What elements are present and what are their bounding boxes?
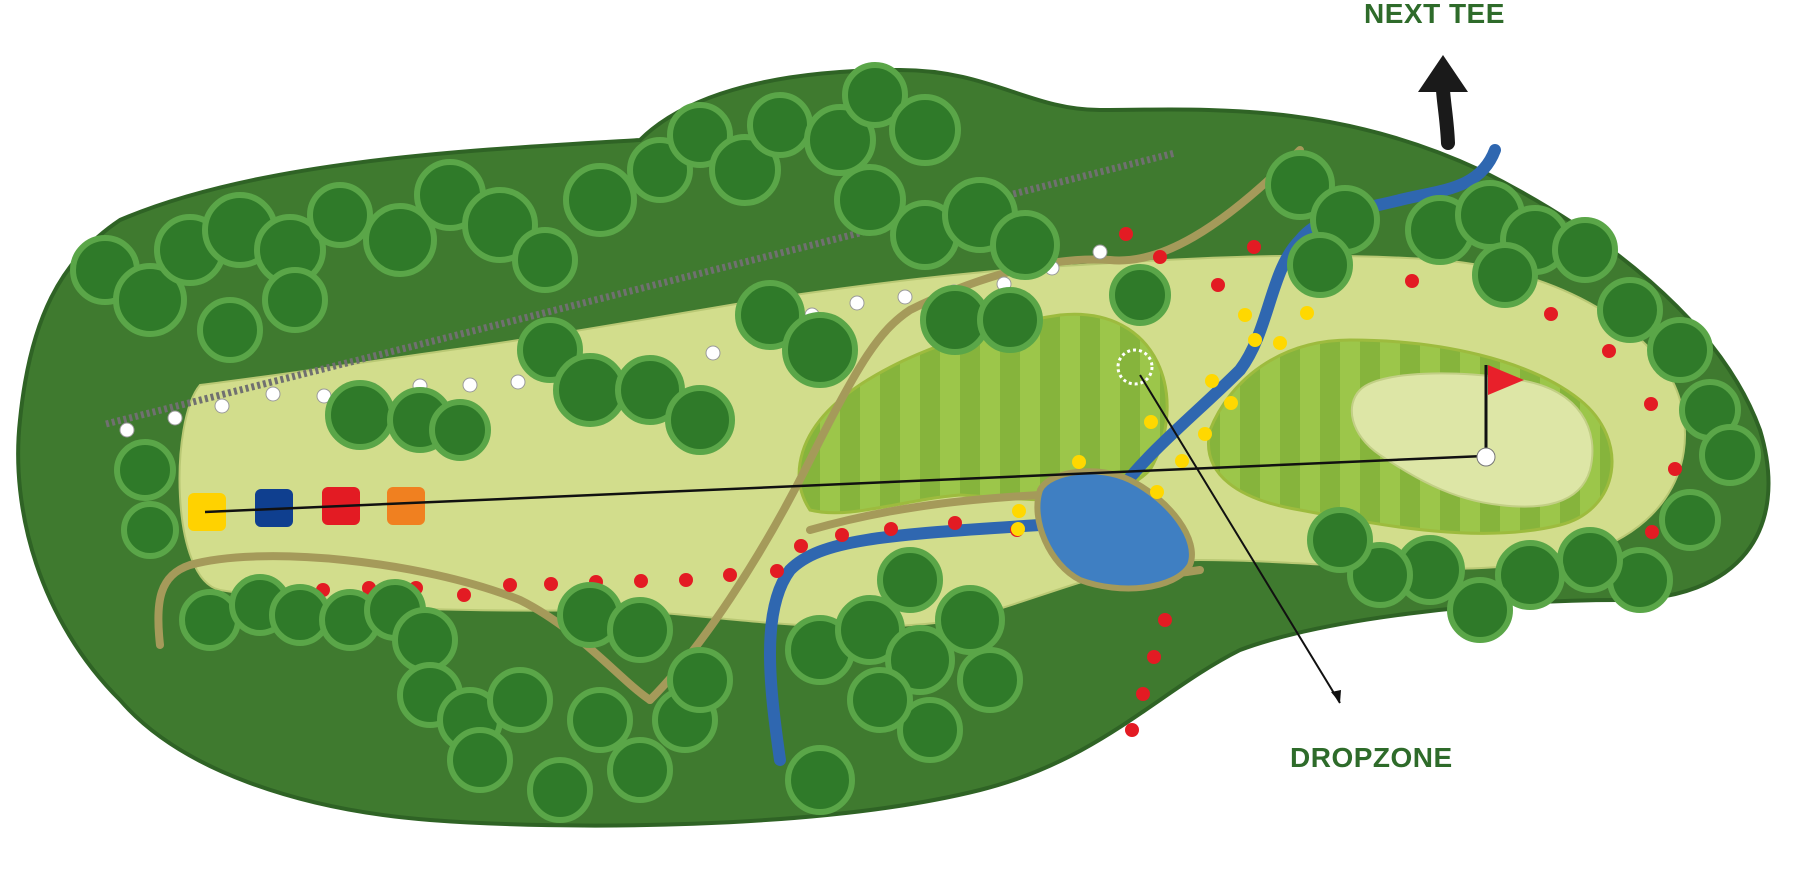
dropzone-label: DROPZONE [1290,742,1453,773]
putting-surface [1350,372,1594,508]
arrow-up-icon [1418,55,1468,150]
hazard-markers-yellow [1011,306,1314,536]
dropzone-leader [1139,374,1341,704]
dashed-circle-icon [1116,348,1154,386]
dropzone-leader-arrowhead [1331,690,1341,703]
next-tee-label: NEXT TEE [1364,0,1505,29]
line-of-play [204,454,1485,514]
trees [70,62,1761,823]
orange-tee [387,487,425,525]
flag-icon [1476,365,1524,467]
